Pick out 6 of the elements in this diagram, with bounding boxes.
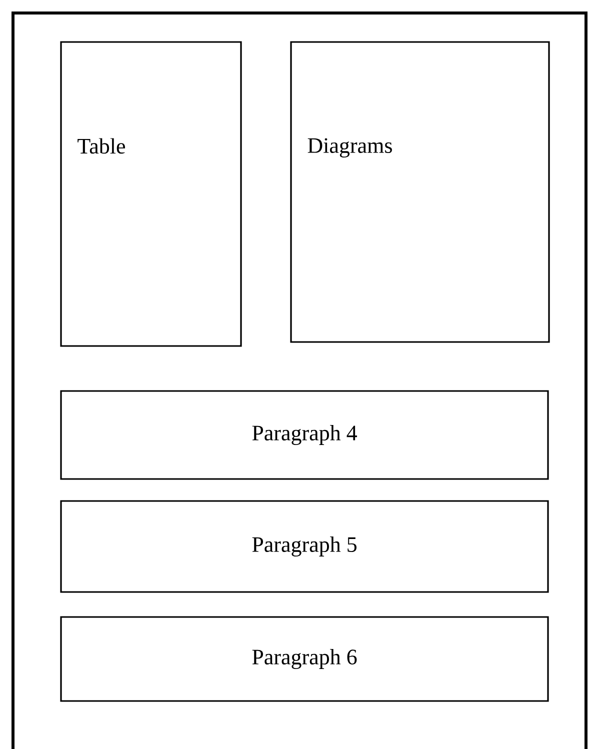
panel-box: Diagrams: [290, 41, 550, 343]
paragraph-box: Paragraph 4: [60, 390, 549, 480]
paragraph-box: Paragraph 6: [60, 616, 549, 702]
panel-box: Table: [60, 41, 242, 347]
page-frame: [12, 12, 588, 749]
paragraph-box: Paragraph 5: [60, 500, 549, 593]
